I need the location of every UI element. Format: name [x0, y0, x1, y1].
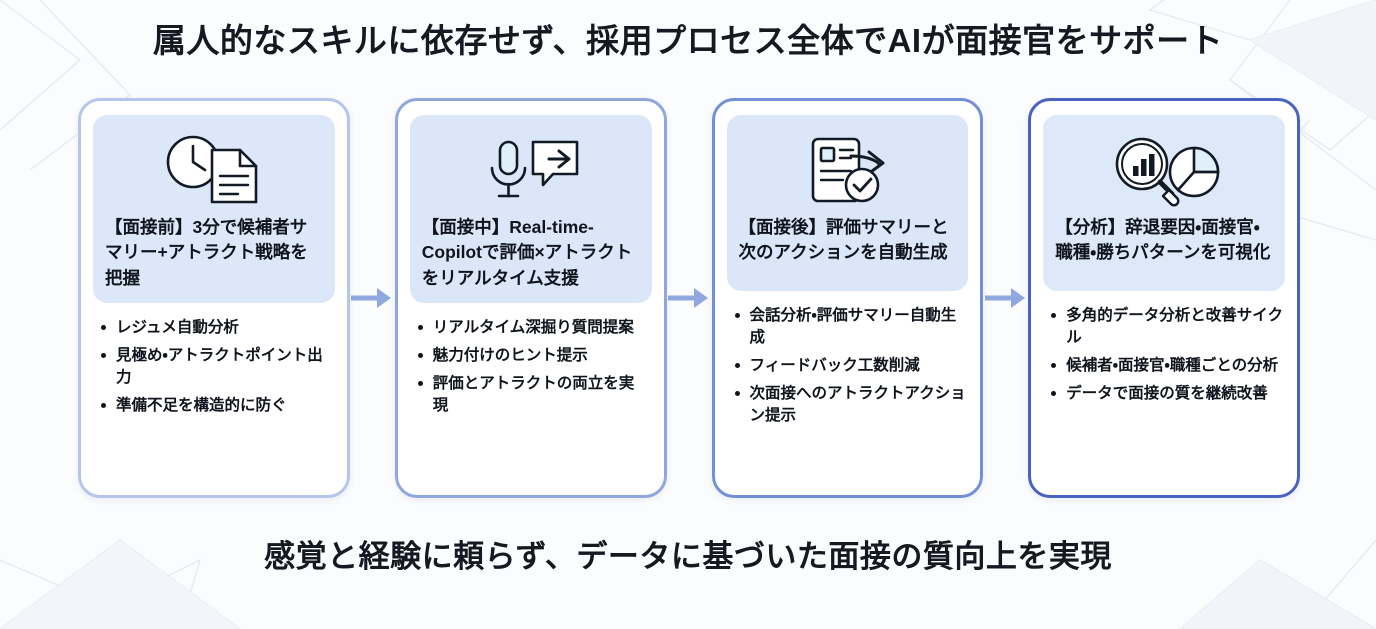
list-item: 見極め・アトラクトポイント出力 — [99, 345, 333, 389]
card-title: 【分析】辞退要因・面接官・職種・勝ちパターンを可視化 — [1055, 217, 1271, 263]
list-item: 候補者・面接官・職種ごとの分析 — [1049, 355, 1283, 377]
card-header: 【分析】辞退要因・面接官・職種・勝ちパターンを可視化 — [1043, 115, 1285, 291]
list-item: データで面接の質を継続改善 — [1049, 383, 1283, 405]
magnifier-chart-pie-icon — [1055, 127, 1273, 213]
list-item: リアルタイム深掘り質問提案 — [416, 317, 650, 339]
flow-card-analytics[interactable]: 【分析】辞退要因・面接官・職種・勝ちパターンを可視化 多角的データ分析と改善サイ… — [1028, 98, 1300, 498]
card-header: 【面接中】Real-time-Copilotで評価×アトラクトをリアルタイム支援 — [409, 115, 652, 304]
clock-document-icon — [105, 127, 323, 213]
list-item: フィードバック工数削減 — [733, 355, 967, 377]
arrow-right-icon — [983, 98, 1028, 498]
arrow-right-icon — [667, 98, 712, 498]
card-header: 【面接後】評価サマリーと次のアクションを自動生成 — [726, 115, 969, 291]
card-header: 【面接前】3分で候補者サマリー+アトラクト戦略を把握 — [93, 115, 335, 304]
process-flow: 【面接前】3分で候補者サマリー+アトラクト戦略を把握 レジュメ自動分析 見極め・… — [78, 98, 1300, 498]
flow-card-pre-interview[interactable]: 【面接前】3分で候補者サマリー+アトラクト戦略を把握 レジュメ自動分析 見極め・… — [78, 98, 350, 498]
card-bullet-list: 会話分析・評価サマリー自動生成 フィードバック工数削減 次面接へのアトラクトアク… — [727, 305, 969, 433]
card-title: 【面接中】Real-time-Copilotで評価×アトラクトをリアルタイム支援 — [421, 217, 633, 288]
list-item: レジュメ自動分析 — [99, 317, 333, 339]
page-footer-caption: 感覚と経験に頼らず、データに基づいた面接の質向上を実現 — [264, 539, 1112, 574]
list-item: 多角的データ分析と改善サイクル — [1049, 305, 1283, 349]
list-item: 会話分析・評価サマリー自動生成 — [733, 305, 967, 349]
card-title: 【面接後】評価サマリーと次のアクションを自動生成 — [738, 217, 949, 263]
microphone-chat-icon — [422, 127, 640, 213]
list-item: 評価とアトラクトの両立を実現 — [416, 373, 650, 417]
page-title: 属人的なスキルに依存せず、採用プロセス全体でAIが面接官をサポート — [152, 22, 1224, 59]
card-bullet-list: レジュメ自動分析 見極め・アトラクトポイント出力 準備不足を構造的に防ぐ — [93, 317, 335, 423]
list-item: 次面接へのアトラクトアクション提示 — [733, 383, 967, 427]
flow-card-post-interview[interactable]: 【面接後】評価サマリーと次のアクションを自動生成 会話分析・評価サマリー自動生成… — [711, 98, 984, 498]
flow-card-during-interview[interactable]: 【面接中】Real-time-Copilotで評価×アトラクトをリアルタイム支援… — [394, 98, 667, 498]
arrow-right-icon — [350, 98, 395, 498]
list-item: 準備不足を構造的に防ぐ — [99, 395, 333, 417]
card-bullet-list: 多角的データ分析と改善サイクル 候補者・面接官・職種ごとの分析 データで面接の質… — [1043, 305, 1285, 411]
card-title: 【面接前】3分で候補者サマリー+アトラクト戦略を把握 — [105, 217, 308, 288]
card-bullet-list: リアルタイム深掘り質問提案 魅力付けのヒント提示 評価とアトラクトの両立を実現 — [410, 317, 652, 423]
list-item: 魅力付けのヒント提示 — [416, 345, 650, 367]
document-check-arrow-icon — [739, 127, 957, 213]
